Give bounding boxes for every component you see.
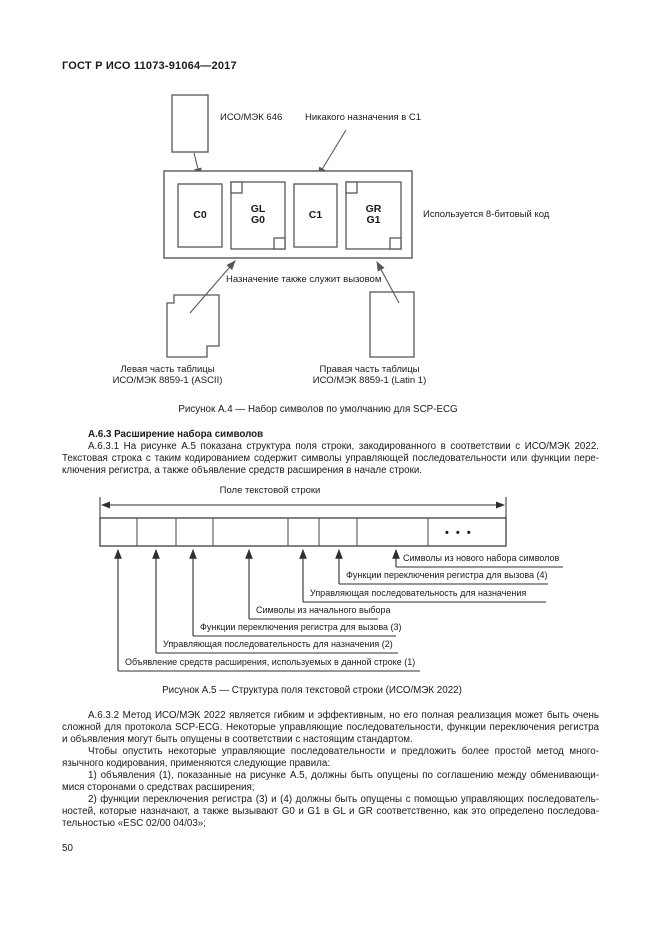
- c1-box: [293, 183, 338, 248]
- bar-ellipsis: • • •: [445, 527, 473, 539]
- figure-a4-caption: Рисунок А.4 — Набор символов по умолчани…: [178, 404, 458, 415]
- no-assignment-label: Никакого назначения в C1: [305, 112, 422, 123]
- span-arrowhead-left: [101, 501, 110, 509]
- paragraph-line: сложной для протокола SCP-ECG. Некоторые…: [62, 722, 599, 733]
- paragraph-line: ностей, которые назначают, а также вызыв…: [62, 806, 599, 817]
- paragraph-a631: А.6.3.1 На рисунке А.5 показана структур…: [62, 441, 599, 477]
- paragraph-line: 1) объявления (1), показанные на рисунке…: [88, 770, 599, 781]
- callout-underlines: [118, 566, 563, 672]
- paragraph-line: 2) функции переключения регистра (3) и (…: [88, 794, 599, 805]
- page-number: 50: [62, 843, 73, 854]
- c1-box-label: C1: [308, 209, 323, 221]
- paragraph-a632: А.6.3.2 Метод ИСО/МЭК 2022 является гибк…: [62, 710, 599, 830]
- figure-a5-caption: Рисунок А.5 — Структура поля текстовой с…: [162, 685, 462, 696]
- gr-g1-box-label: GR G1: [346, 204, 401, 226]
- figure-a5-diagram: [99, 497, 563, 672]
- gl-g0-corner-square-bottomright: [273, 237, 286, 250]
- paragraph-line: А.6.3.1 На рисунке А.5 показана структур…: [88, 441, 599, 452]
- iso646-label: ИСО/МЭК 646: [220, 112, 283, 123]
- left-table-label-line2: ИСО/МЭК 8859-1 (ASCII): [112, 375, 223, 386]
- right-table-shape: [369, 291, 415, 358]
- gl-g0-box-label: GL G0: [231, 204, 285, 226]
- paragraph-line: мися сторонами о средствах расширения;: [62, 782, 255, 793]
- gl-label: GL: [250, 203, 266, 215]
- paragraph-line: тельностью «ESC 02/00 04/03»;: [62, 818, 206, 829]
- callout-escape-designation: Управляющая последовательность для назна…: [310, 588, 527, 598]
- callout-escape-designation-2: Управляющая последовательность для назна…: [163, 639, 393, 649]
- left-table-arrow: [189, 260, 236, 314]
- gr-g1-corner-square-bottomright: [389, 237, 402, 250]
- document-number: ГОСТ Р ИСО 11073-91064—2017: [62, 60, 237, 72]
- right-table-label: Правая часть таблицы ИСО/МЭК 8859-1 (Lat…: [297, 364, 442, 386]
- right-table-arrow: [376, 261, 400, 304]
- callout-new-charset: Символы из нового набора символов: [403, 553, 560, 563]
- gl-g0-corner-square-topleft: [230, 181, 243, 194]
- assignment-call-label: Назначение также служит вызовом: [226, 274, 382, 285]
- c0-box-label: C0: [193, 209, 207, 221]
- right-table-label-line2: ИСО/МЭК 8859-1 (Latin 1): [312, 375, 427, 386]
- callout-shift-call-4: Функции переключения регистра для вызова…: [346, 570, 548, 580]
- iso646-box: [171, 94, 209, 153]
- callout-initial-selection: Символы из начального выбора: [256, 605, 391, 615]
- no-assignment-arrow: [317, 129, 347, 177]
- left-table-shape: [166, 294, 220, 358]
- gr-g1-corner-square-topleft: [345, 181, 358, 194]
- uses-8bit-label: Используется 8-битовый код: [423, 209, 550, 220]
- gr-label: GR: [365, 203, 382, 215]
- right-table-label-line1: Правая часть таблицы: [319, 364, 420, 375]
- paragraph-line: язычного кодирования, применяются следую…: [62, 758, 331, 769]
- paragraph-line: ключения регистра, а также объявление ср…: [62, 465, 423, 476]
- text-string-field-label: Поле текстовой строки: [219, 485, 321, 496]
- paragraph-line: Текстовая строка с таким кодированием со…: [62, 453, 599, 464]
- callout-lines: [114, 548, 400, 671]
- left-table-label-line1: Левая часть таблицы: [120, 364, 215, 375]
- callout-extension-announcement: Объявление средств расширения, используе…: [125, 657, 416, 667]
- callout-shift-call-3: Функции переключения регистра для вызова…: [200, 622, 402, 632]
- g1-label: G1: [366, 214, 381, 226]
- section-heading: А.6.3 Расширение набора символов: [88, 429, 264, 440]
- paragraph-line: Чтобы опустить некоторые управляющие пос…: [88, 746, 599, 757]
- paragraph-line: и объявления могут быть опущены в соотве…: [62, 734, 413, 745]
- c0-box: [177, 183, 223, 248]
- left-table-label: Левая часть таблицы ИСО/МЭК 8859-1 (ASCI…: [95, 364, 240, 386]
- string-field-bar: [99, 517, 507, 547]
- figure-a4-diagram: [163, 94, 415, 358]
- g0-label: G0: [250, 214, 265, 226]
- paragraph-line: А.6.3.2 Метод ИСО/МЭК 2022 является гибк…: [88, 710, 599, 721]
- bar-cell-dividers: [136, 518, 429, 546]
- span-arrowhead-right: [496, 501, 505, 509]
